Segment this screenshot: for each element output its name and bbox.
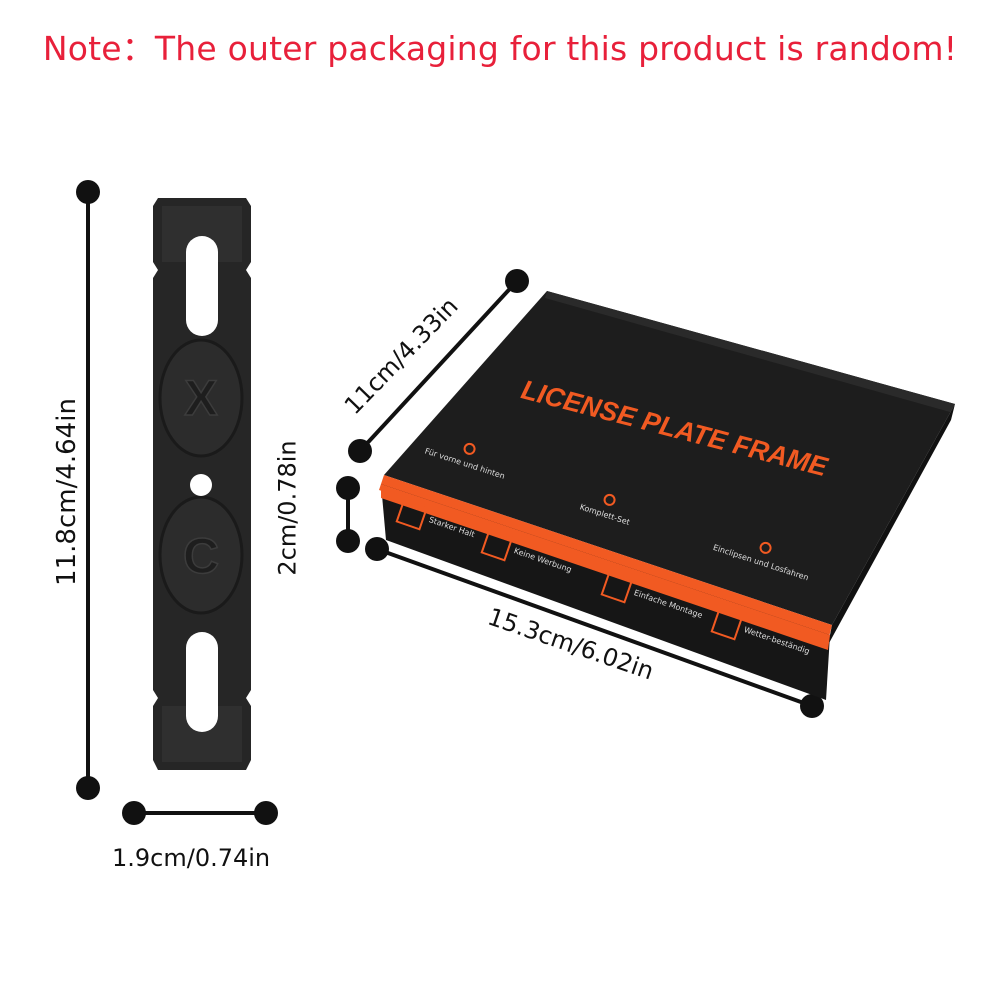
bracket-height-measure <box>76 180 100 800</box>
box-depth-measure <box>348 269 529 463</box>
weatherproof-icon <box>710 607 744 641</box>
box-length-measure <box>365 537 824 718</box>
bracket-width-label: 1.9cm/0.74in <box>112 844 271 872</box>
bracket-letter-top: X <box>184 370 217 426</box>
packaging-note: Note：The outer packaging for this produc… <box>42 29 958 68</box>
strong-hold-icon <box>395 497 429 531</box>
easy-install-icon <box>600 570 634 604</box>
mounting-bracket: X C <box>153 198 251 770</box>
bracket-letter-bottom: C <box>183 528 219 584</box>
packaging-box: LICENSE PLATE FRAME Für vorne und hinten… <box>379 291 955 700</box>
no-ads-icon <box>480 528 514 562</box>
box-height-label: 2cm/0.78in <box>273 440 302 576</box>
box-height-measure <box>336 476 360 553</box>
bracket-height-label: 11.8cm/4.64in <box>51 398 82 586</box>
bracket-width-measure <box>122 801 278 825</box>
